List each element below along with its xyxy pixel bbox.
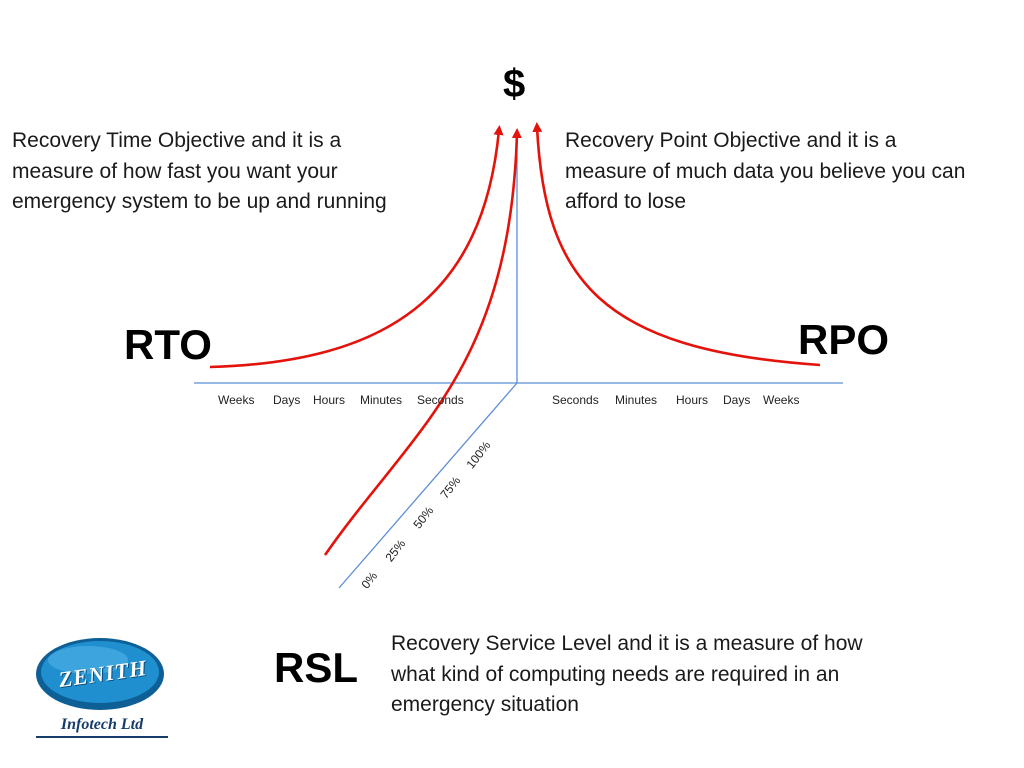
rto-label: RTO [124,321,212,368]
rsl-description-line: Recovery Service Level and it is a measu… [391,632,863,655]
rpo-description-line: afford to lose [565,190,687,213]
rsl-description-line: emergency situation [391,693,579,716]
rto-description-line: emergency system to be up and running [12,190,387,213]
dollar-label: $ [503,62,526,106]
rpo-description: Recovery Point Objective and it is a mea… [565,126,965,218]
rto-tick-days: Days [273,393,301,407]
logo-graphic [36,638,168,738]
rto-description-line: measure of how fast you want your [12,159,338,183]
company-logo: ZENITH Infotech Ltd [30,636,180,744]
rsl-description-line: what kind of computing needs are require… [391,662,840,686]
rpo-label: RPO [798,316,890,363]
rto-description-line: Recovery Time Objective and it is a [12,129,342,152]
rpo-tick-hours: Hours [676,393,709,407]
rsl-description: Recovery Service Level and it is a measu… [391,629,863,721]
rpo-description-line: Recovery Point Objective and it is a [565,129,897,152]
rpo-tick-minutes: Minutes [615,393,658,407]
rpo-tick-days: Days [723,393,751,407]
rto-curve [209,125,504,369]
rpo-tick-seconds: Seconds [552,393,599,407]
rpo-curve [532,122,821,367]
rto-tick-minutes: Minutes [360,393,403,407]
rto-tick-hours: Hours [313,393,346,407]
rto-tick-seconds: Seconds [417,393,464,407]
rto-description: Recovery Time Objective and it is a meas… [12,126,387,218]
rsl-curve [323,128,522,556]
diagonal-axis [338,382,518,589]
rpo-description-line: measure of much data you believe you can [565,159,966,183]
rpo-tick-weeks: Weeks [763,393,800,407]
rto-tick-weeks: Weeks [218,393,255,407]
logo-subtitle: Infotech Ltd [60,716,144,733]
rsl-label: RSL [274,644,358,691]
